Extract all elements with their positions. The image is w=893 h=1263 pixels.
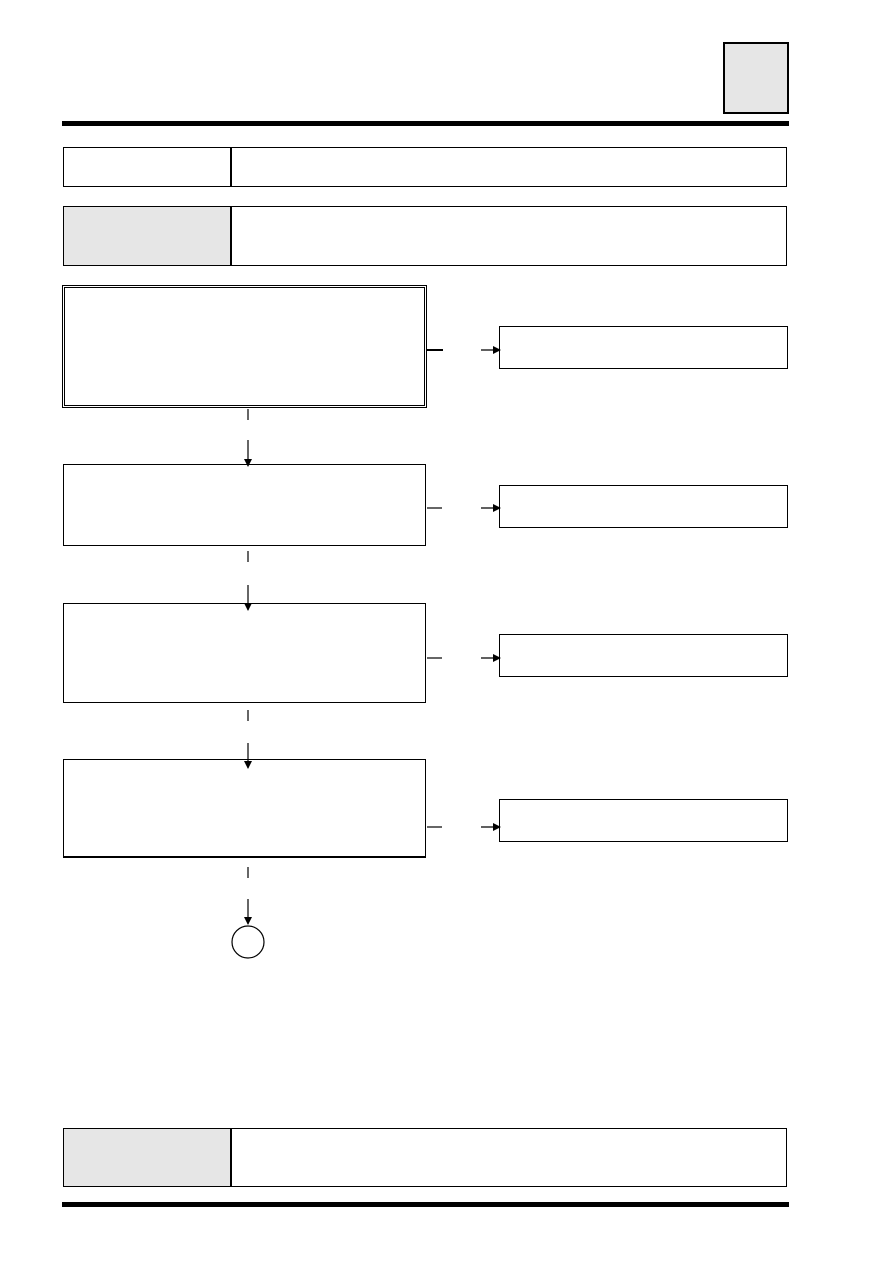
result-box-1 xyxy=(499,326,788,369)
info-bar-label xyxy=(64,148,232,186)
result-box-3 xyxy=(499,634,788,677)
step-box-4 xyxy=(63,759,426,858)
result-box-4 xyxy=(499,799,788,842)
footer-bar-label xyxy=(64,1129,232,1186)
info-bar-text xyxy=(232,148,786,186)
top-rule xyxy=(62,121,789,126)
footer-bar xyxy=(63,1128,787,1187)
horizontal-connectors xyxy=(427,346,501,831)
result-box-2 xyxy=(499,485,788,528)
bottom-rule xyxy=(62,1202,789,1207)
step-box-1 xyxy=(62,285,427,408)
step-box-2 xyxy=(63,464,426,546)
condition-bar xyxy=(63,206,787,266)
footer-bar-text xyxy=(232,1129,786,1186)
condition-bar-text xyxy=(232,207,786,265)
step-box-3 xyxy=(63,603,426,703)
section-tab xyxy=(723,42,789,114)
end-connector-circle xyxy=(231,925,265,959)
condition-bar-label xyxy=(64,207,232,265)
info-bar xyxy=(63,147,787,187)
